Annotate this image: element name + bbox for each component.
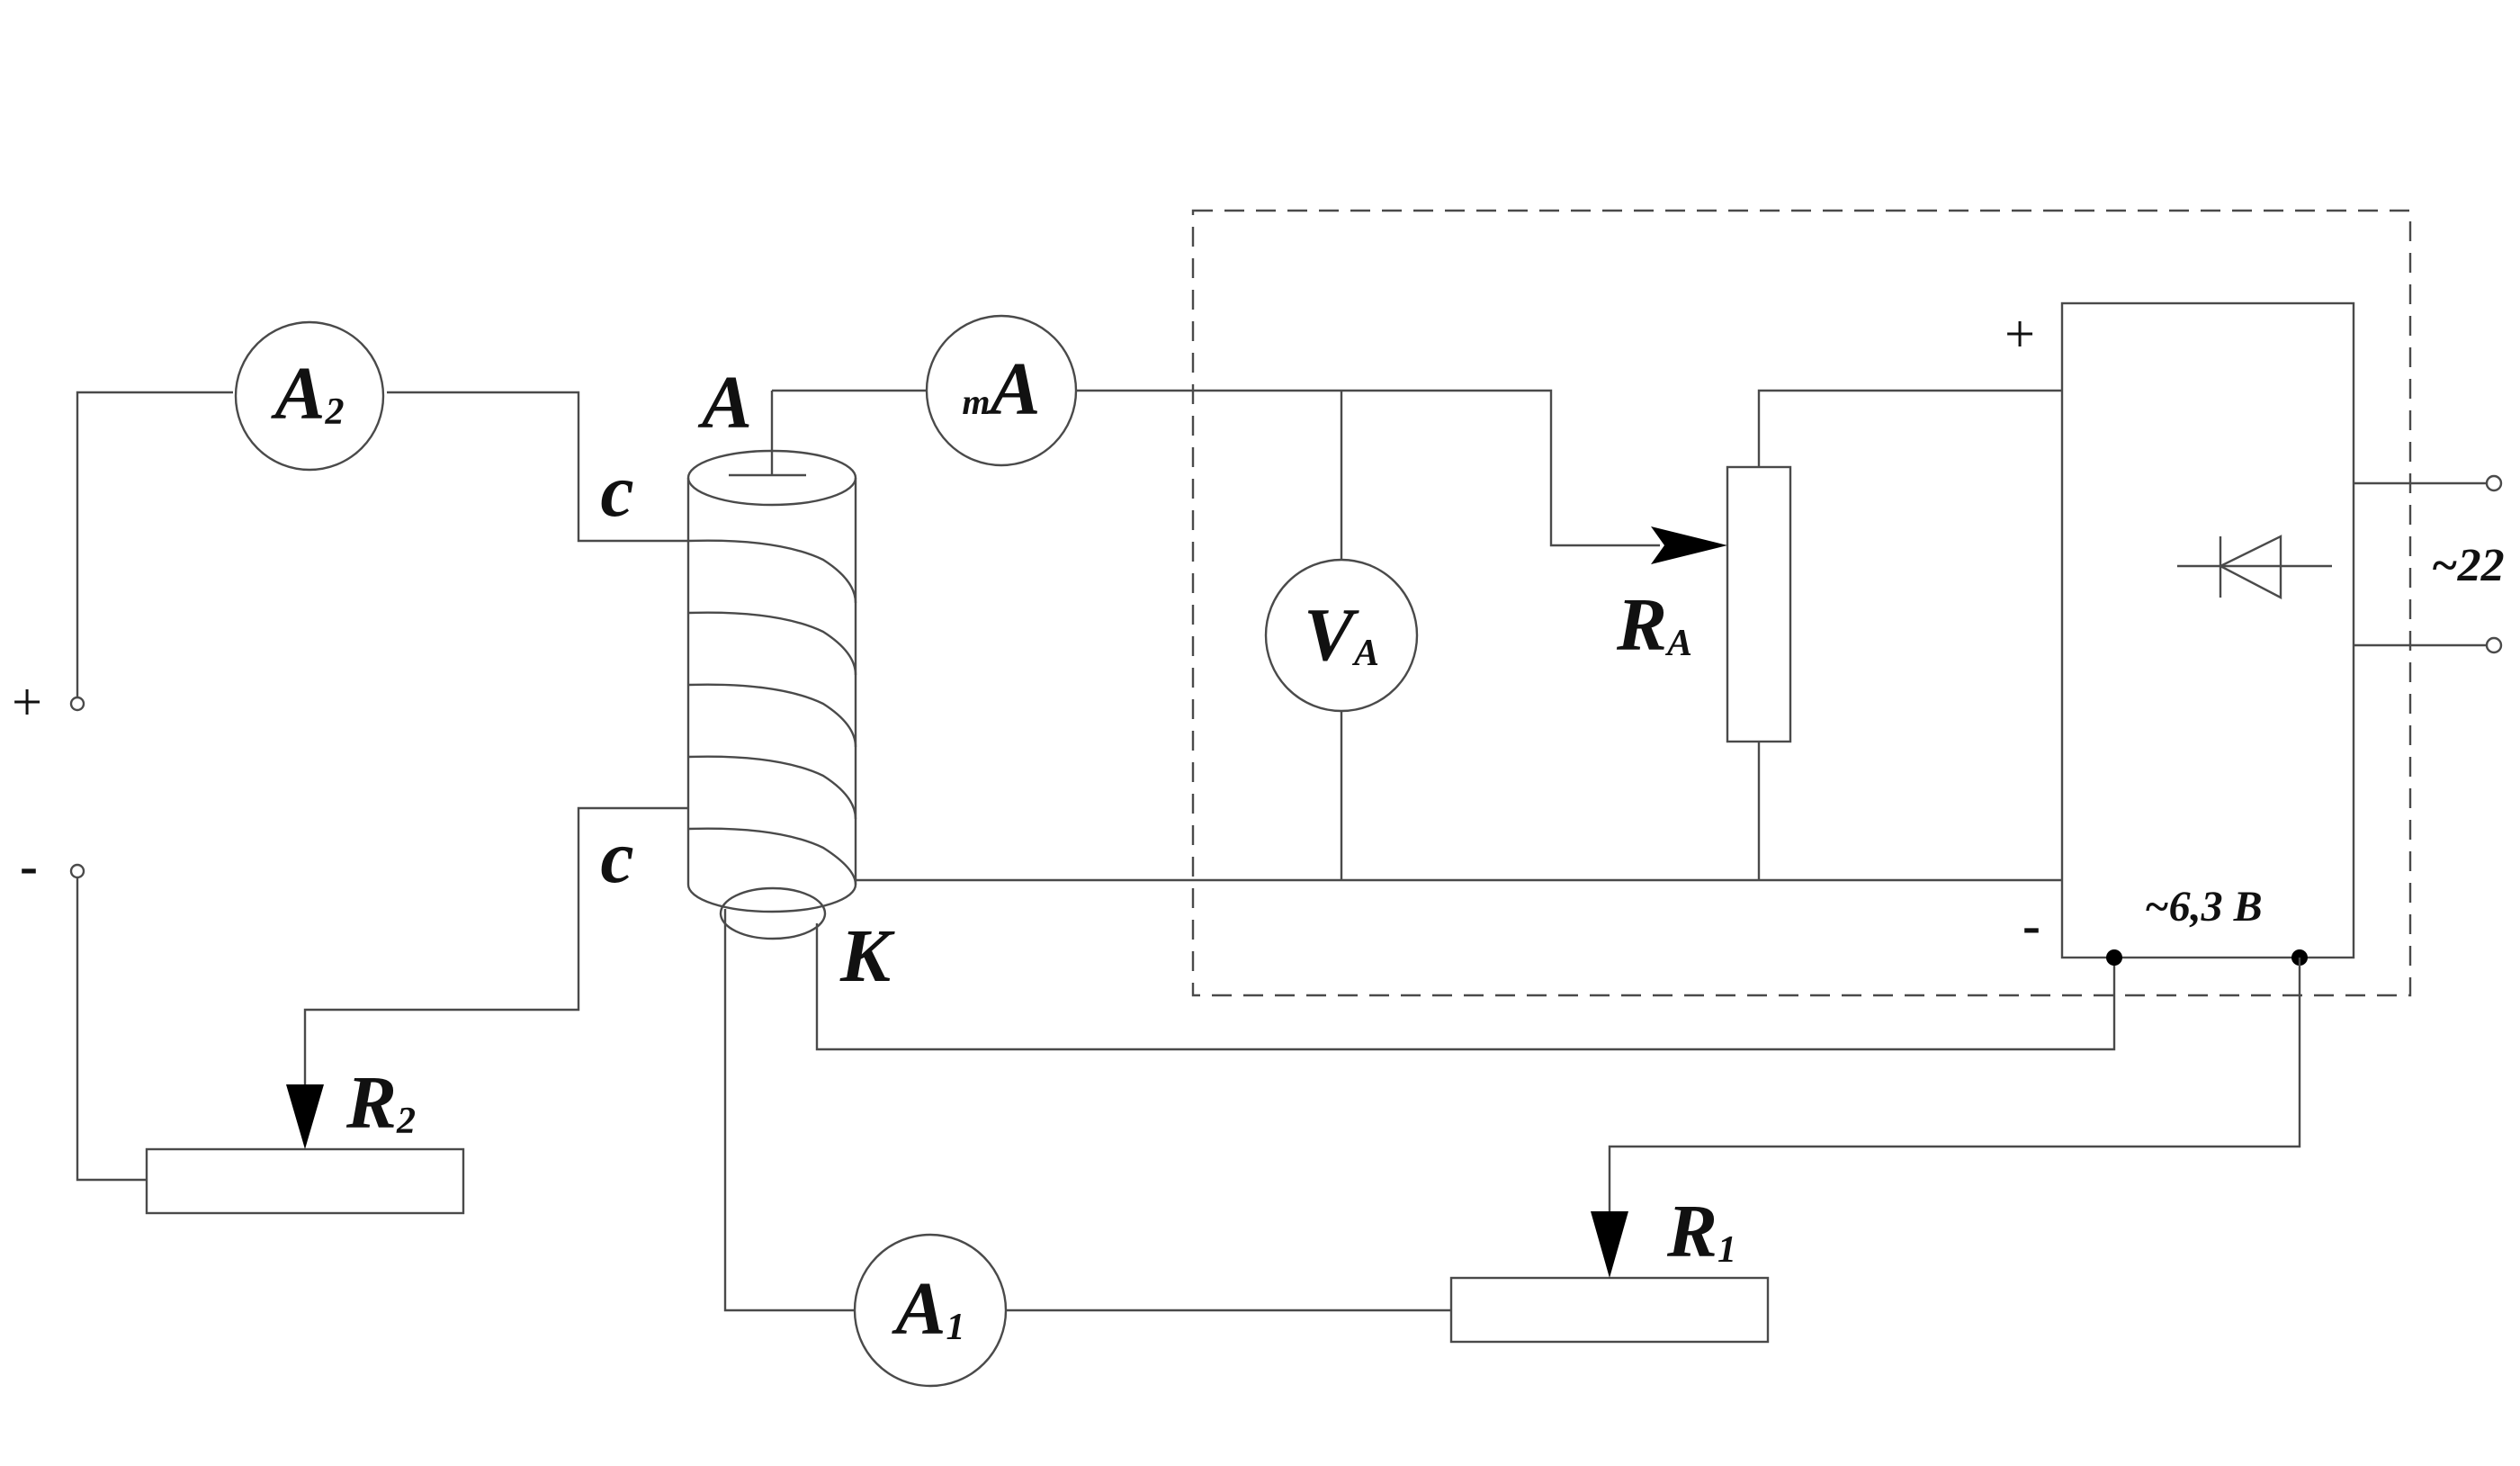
mains-terminal-top[interactable] [2485,474,2503,492]
left-minus-label: - [20,836,38,895]
wire-supply-to-r1 [1608,958,2301,1215]
anode-label: A [697,361,752,445]
ammeter-a1 [853,1233,1008,1388]
voltmeter-va-label: VA [1304,593,1379,677]
wire-cathode-k-to-supply [815,923,2116,1051]
voltmeter-va [1264,558,1419,713]
grid-label-bottom: c [600,815,633,899]
resistor-r1 [1449,1276,1770,1344]
supply-plus-label: + [2004,304,2035,364]
left-plus-terminal[interactable] [69,696,85,712]
wire-left-source-to-a2 [76,391,233,697]
resistor-r2 [145,1147,465,1215]
grid-label-top: c [600,449,633,533]
diode-icon [2177,535,2332,599]
wire-r2-to-left-minus [76,876,147,1182]
r2-wiper-arrow [286,1084,324,1149]
filament-voltage-label: ~6,3 В [2144,883,2262,931]
resistor-ra [1726,465,1792,743]
left-minus-terminal[interactable] [69,863,85,879]
filament-node-left [2106,949,2122,966]
cathode-label: K [839,914,895,998]
wire-ra-top-to-plus [1757,389,2062,467]
wire-ma-to-ra [1076,389,1660,547]
milliammeter [925,314,1078,467]
milliammeter-label: mA [962,347,1040,431]
power-supply-enclosure [1191,209,2412,997]
ra-wiper-arrow [1651,526,1727,564]
ammeter-a1-label: A1 [891,1267,964,1351]
ammeter-a2 [234,320,385,472]
vacuum-tube [686,391,857,940]
wire-filament-to-a1 [723,909,855,1312]
r1-wiper-arrow [1591,1211,1628,1278]
resistor-r2-label: R2 [345,1061,416,1145]
resistor-ra-label: RA [1616,583,1692,667]
left-plus-label: + [12,672,42,732]
ammeter-a2-label: A2 [270,352,344,436]
power-supply-block [2060,301,2355,959]
mains-terminal-bottom[interactable] [2485,636,2503,654]
wire-a2-to-grid-top [387,391,688,543]
mains-voltage-label: ~22 [2431,540,2505,591]
resistor-r1-label: R1 [1666,1190,1736,1273]
supply-minus-label: - [2022,895,2040,955]
wire-grid-bottom-to-r2 [303,806,688,1116]
